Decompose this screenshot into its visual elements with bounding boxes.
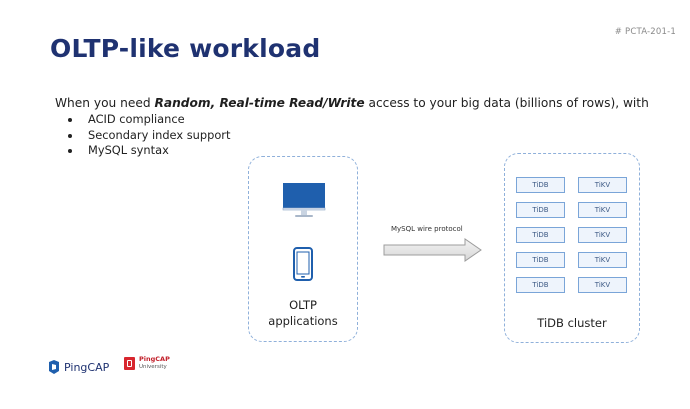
right-arrow-icon	[383, 238, 482, 262]
apps-label-line1: OLTP	[289, 298, 317, 312]
apps-label-line2: applications	[268, 314, 338, 328]
pingcap-mark-icon	[49, 360, 59, 374]
tikv-node: TiKV	[578, 277, 627, 293]
desktop-monitor-icon	[282, 183, 326, 217]
mobile-phone-icon	[293, 247, 313, 281]
tidb-node: TiDB	[516, 227, 565, 243]
university-mark-icon	[124, 356, 135, 370]
pingcap-logo-text: PingCAP	[64, 360, 110, 374]
intro-suffix: access to your big data (billions of row…	[364, 96, 649, 110]
pingcap-logo: PingCAP	[48, 358, 109, 376]
university-logo-line1: PingCAP	[139, 355, 170, 363]
intro-prefix: When you need	[55, 96, 155, 110]
intro-emphasis: Random, Real-time Read/Write	[154, 96, 365, 110]
cluster-label: TiDB cluster	[537, 316, 607, 330]
tikv-node: TiKV	[578, 252, 627, 268]
oltp-applications-box: OLTP applications	[248, 156, 358, 342]
tikv-node: TiKV	[578, 227, 627, 243]
oltp-applications-label: OLTP applications	[249, 297, 357, 329]
bullet-item: Secondary index support	[68, 128, 230, 144]
tidb-cluster-box: TiDB TiKV TiDB TiKV TiDB TiKV TiDB TiKV …	[504, 153, 640, 343]
slide-id: # PCTA-201-1	[614, 27, 676, 37]
slide-title: OLTP-like workload	[50, 34, 321, 63]
tidb-node: TiDB	[516, 202, 565, 218]
intro-text: When you need Random, Real-time Read/Wri…	[55, 96, 649, 110]
university-logo-line2: University	[139, 364, 167, 370]
tidb-node: TiDB	[516, 177, 565, 193]
tikv-node: TiKV	[578, 202, 627, 218]
tidb-node: TiDB	[516, 277, 565, 293]
tikv-node: TiKV	[578, 177, 627, 193]
tidb-node: TiDB	[516, 252, 565, 268]
bullet-item: ACID compliance	[68, 112, 230, 128]
requirements-list: ACID compliance Secondary index support …	[68, 112, 230, 159]
protocol-label: MySQL wire protocol	[391, 225, 463, 233]
bullet-item: MySQL syntax	[68, 143, 230, 159]
pingcap-university-logo: PingCAP University	[124, 355, 170, 371]
